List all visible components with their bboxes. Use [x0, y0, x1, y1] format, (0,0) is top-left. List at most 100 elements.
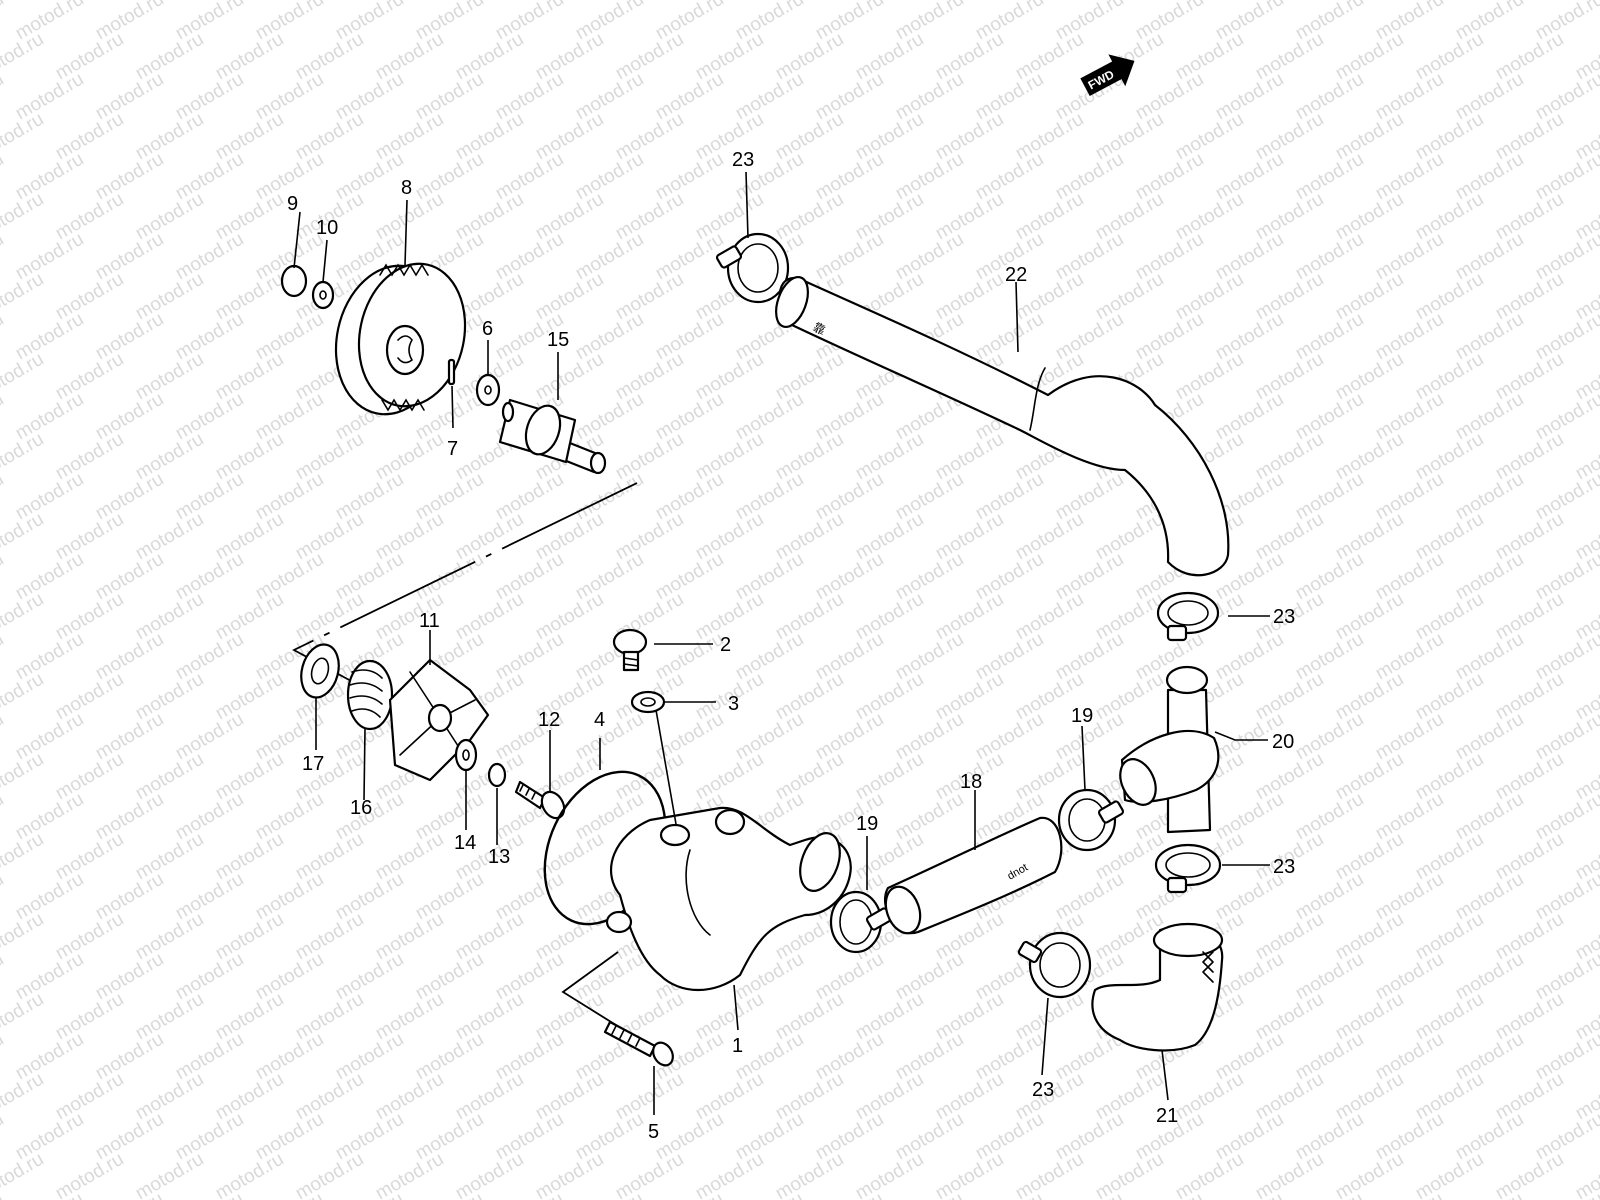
watermark-text: motod.ru [412, 1189, 487, 1200]
watermark-text: motod.ru [0, 1109, 7, 1165]
watermark-text: motod.ru [1532, 69, 1600, 125]
watermark-text: motod.ru [0, 349, 47, 405]
callout-23-top: 23 [732, 149, 754, 171]
watermark-text: motod.ru [1532, 1029, 1600, 1085]
watermark-text: motod.ru [1292, 1189, 1367, 1200]
hose-clamp [1057, 788, 1125, 852]
watermark-text: motod.ru [1052, 1189, 1127, 1200]
watermark-text: motod.ru [1132, 1189, 1207, 1200]
watermark-text: motod.ru [772, 1149, 847, 1200]
watermark-text: motod.ru [1572, 0, 1600, 4]
watermark-text: motod.ru [1332, 1149, 1407, 1200]
watermark-text: motod.ru [0, 909, 47, 965]
watermark-text: motod.ru [0, 709, 7, 765]
watermark-text: motod.ru [1532, 949, 1600, 1005]
air-bleeder-bolt [612, 628, 648, 672]
watermark-text: motod.ru [972, 1189, 1047, 1200]
hose-clamp [1017, 931, 1092, 999]
watermark-text: motod.ru [0, 629, 7, 685]
callout-11: 11 [419, 610, 440, 632]
watermark-text: motod.ru [252, 1189, 327, 1200]
callout-7: 7 [447, 438, 458, 460]
watermark-text: motod.ru [0, 309, 7, 365]
watermark-text: motod.ru [1172, 1149, 1247, 1200]
watermark-text: motod.ru [332, 1189, 407, 1200]
watermark-text: motod.ru [12, 1189, 87, 1200]
watermark-text: motod.ru [1372, 1189, 1447, 1200]
watermark-text: motod.ru [1092, 1149, 1167, 1200]
callout-13: 13 [488, 846, 510, 868]
watermark-text: motod.ru [132, 1149, 207, 1200]
washer [454, 738, 478, 772]
watermark-text: motod.ru [292, 1149, 367, 1200]
watermark-text: motod.ru [1532, 149, 1600, 205]
watermark-text: motod.ru [0, 1029, 7, 1085]
watermark-text: motod.ru [1532, 549, 1600, 605]
watermark-text: motod.ru [1212, 1189, 1287, 1200]
watermark-text: motod.ru [852, 1149, 927, 1200]
watermark-text: motod.ru [212, 1149, 287, 1200]
callout-3: 3 [728, 693, 739, 715]
watermark-text: motod.ru [0, 229, 7, 285]
callout-23-right-lower: 23 [1273, 856, 1295, 878]
watermark-text: motod.ru [1532, 389, 1600, 445]
callout-9: 9 [287, 193, 298, 215]
callout-16: 16 [350, 797, 372, 819]
hose-clamp [1154, 843, 1222, 894]
t-joint [1119, 665, 1220, 834]
callout-6: 6 [482, 318, 493, 340]
watermark-text: motod.ru [92, 1189, 167, 1200]
watermark-text: motod.ru [812, 1189, 887, 1200]
callout-23-right-upper: 23 [1273, 606, 1295, 628]
watermark-text: motod.ru [0, 469, 7, 525]
watermark-text: motod.ru [372, 1149, 447, 1200]
watermark-text: motod.ru [0, 749, 47, 805]
watermark-text: motod.ru [52, 1149, 127, 1200]
watermark-text: motod.ru [0, 189, 47, 245]
watermark-text: motod.ru [1532, 309, 1600, 365]
bolt [514, 780, 566, 820]
callout-22: 22 [1005, 264, 1027, 286]
callout-10: 10 [316, 217, 338, 239]
watermark-text: motod.ru [0, 869, 7, 925]
mechanical-seal [346, 659, 394, 731]
watermark-text: motod.ru [932, 1149, 1007, 1200]
callout-1: 1 [732, 1035, 743, 1057]
pump-drive-gear [334, 262, 467, 416]
callout-17: 17 [302, 753, 324, 775]
watermark-text: motod.ru [0, 549, 7, 605]
screw [603, 1020, 674, 1067]
watermark-text: motod.ru [892, 1189, 967, 1200]
watermark-text: motod.ru [0, 29, 47, 85]
elbow-hose [1091, 922, 1224, 1052]
callout-18: 18 [960, 771, 982, 793]
watermark-text: motod.ru [452, 1149, 527, 1200]
callout-12: 12 [538, 709, 560, 731]
hose-clamp [829, 890, 893, 954]
callout-5: 5 [648, 1121, 659, 1143]
watermark-text: motod.ru [0, 269, 47, 325]
callout-15: 15 [547, 329, 569, 351]
impeller-shaft [498, 398, 607, 475]
watermark-text: motod.ru [0, 669, 47, 725]
watermark-text: motod.ru [0, 589, 47, 645]
circlip [280, 264, 308, 298]
watermark-text: motod.ru [0, 949, 7, 1005]
watermark-text: motod.ru [1532, 869, 1600, 925]
watermark-text: motod.ru [572, 1189, 647, 1200]
impeller [388, 658, 490, 782]
callout-14: 14 [454, 832, 476, 854]
callout-labels: 9 10 8 6 7 15 23 22 23 2 3 20 19 18 23 1… [287, 149, 1295, 1143]
watermark-text: motod.ru [0, 69, 7, 125]
watermark-text: motod.ru [1532, 469, 1600, 525]
coolant-hose: dnot [883, 816, 1063, 935]
watermark-text: motod.ru [0, 829, 47, 885]
watermark-text: motod.ru [652, 1189, 727, 1200]
watermark-text: motod.ru [1532, 629, 1600, 685]
watermark-text: motod.ru [692, 1149, 767, 1200]
callout-8: 8 [401, 177, 412, 199]
watermark-text: motod.ru [172, 1189, 247, 1200]
gasket-washer [630, 690, 666, 714]
